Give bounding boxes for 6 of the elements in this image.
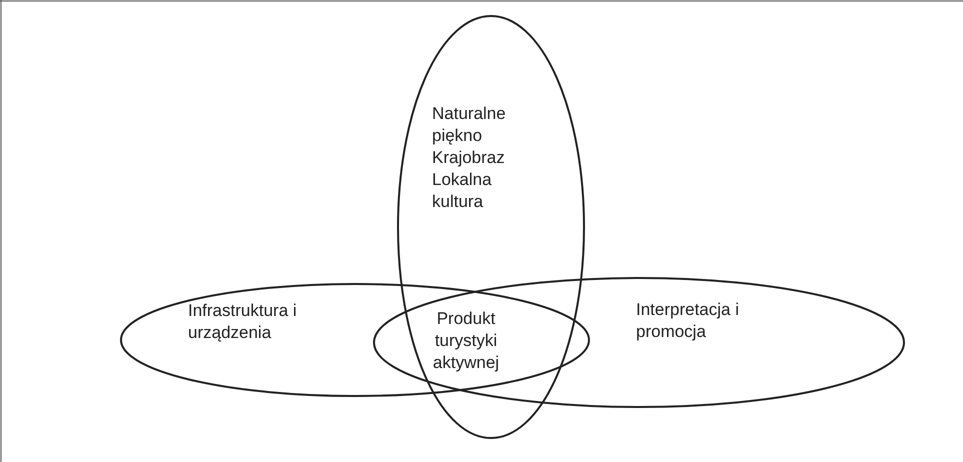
set-label: Interpretacja i promocja: [636, 299, 740, 343]
set-label: Lokalna kultura: [432, 169, 493, 213]
intersection-label: Produkt turystyki aktywnej: [432, 308, 500, 374]
set-label: Krajobraz: [432, 147, 506, 169]
set-label: Naturalne piękno: [432, 103, 507, 147]
set-label: Infrastruktura i urządzenia: [188, 300, 298, 344]
